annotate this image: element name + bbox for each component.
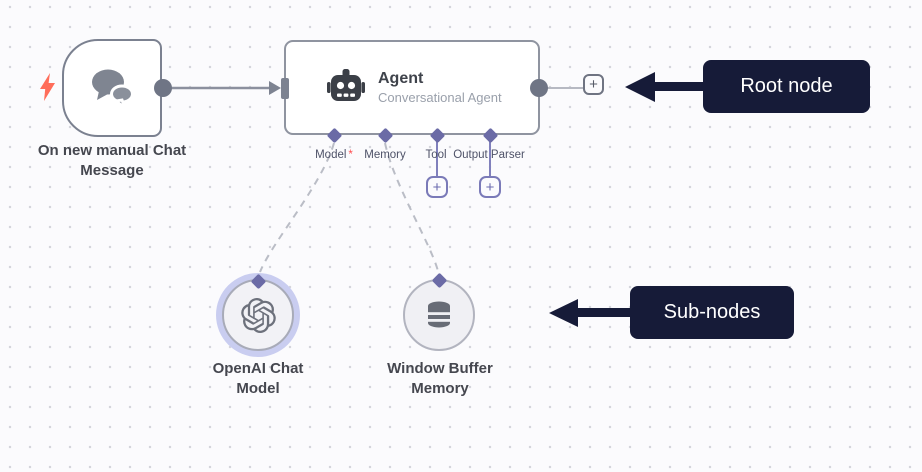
trigger-node-label: On new manual Chat Message xyxy=(37,142,187,179)
node-agent[interactable]: Agent Conversational Agent xyxy=(284,40,540,135)
wire-model-to-openai xyxy=(259,142,335,273)
agent-input-port[interactable] xyxy=(281,78,289,99)
add-tool-button[interactable]: + xyxy=(426,176,448,198)
left-arrow-icon xyxy=(625,71,655,102)
sub-nodes-badge: Sub-nodes xyxy=(630,286,794,339)
node-openai-chat-model[interactable] xyxy=(222,279,294,351)
port-label-model: Model* xyxy=(315,149,353,161)
left-arrow-icon xyxy=(549,298,578,327)
robot-icon xyxy=(327,68,365,101)
annotation-sub-nodes: Sub-nodes xyxy=(549,286,794,339)
agent-text-block: Agent Conversational Agent xyxy=(378,70,502,106)
stem-tool xyxy=(435,140,439,178)
wire-arrowhead xyxy=(269,81,281,95)
agent-title: Agent xyxy=(378,69,424,87)
agent-subtitle: Conversational Agent xyxy=(378,89,502,105)
port-label-memory: Memory xyxy=(364,149,406,161)
add-output-parser-button[interactable]: + xyxy=(479,176,501,198)
wire-memory-to-buffer xyxy=(384,142,439,272)
node-window-buffer-memory[interactable] xyxy=(403,279,475,351)
openai-node-label: OpenAI Chat Model xyxy=(212,360,304,397)
port-label-output-parser: Output Parser xyxy=(453,149,525,161)
root-node-badge: Root node xyxy=(703,60,870,113)
openai-icon xyxy=(240,297,276,333)
port-label-tool: Tool xyxy=(425,149,447,161)
stem-output-parser xyxy=(488,140,492,178)
buffer-memory-node-label: Window Buffer Memory xyxy=(387,360,493,397)
arrow-shaft xyxy=(655,82,703,91)
required-marker: * xyxy=(348,149,353,161)
trigger-output-port[interactable] xyxy=(154,79,172,97)
agent-output-port[interactable] xyxy=(530,79,548,97)
database-icon xyxy=(427,301,451,328)
chat-bubbles-icon xyxy=(92,69,134,109)
add-node-button[interactable]: + xyxy=(583,74,604,95)
arrow-shaft xyxy=(578,308,630,317)
lightning-bolt-icon xyxy=(40,73,55,101)
annotation-root-node: Root node xyxy=(625,60,870,113)
node-chat-trigger[interactable] xyxy=(62,39,162,137)
